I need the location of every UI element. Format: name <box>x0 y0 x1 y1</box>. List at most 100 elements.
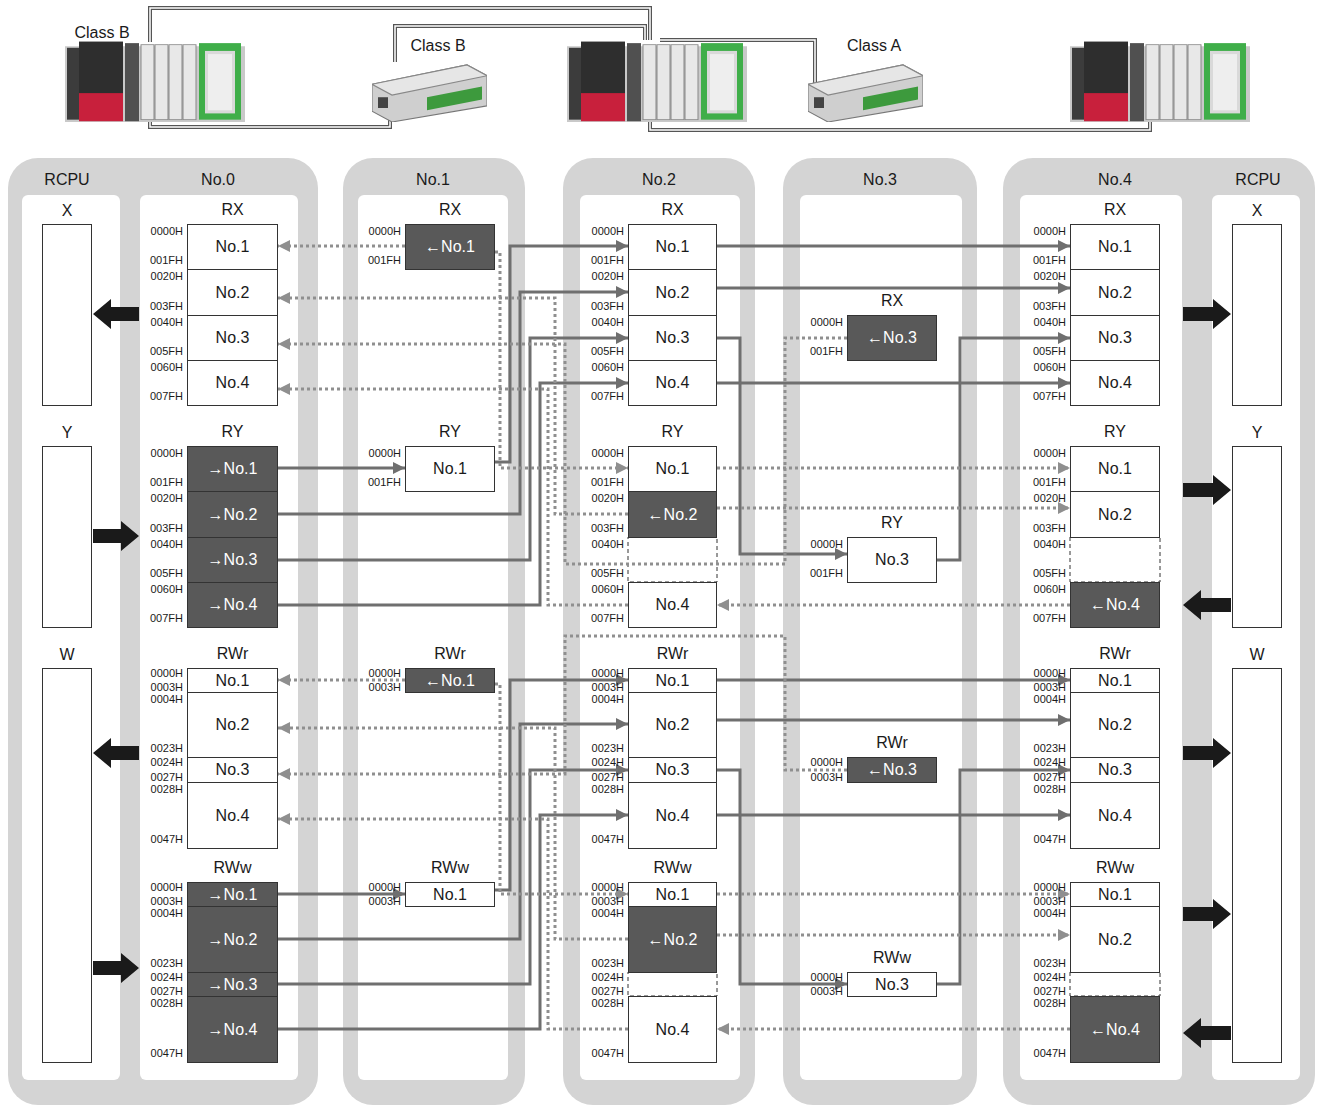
station-heading: No.0 <box>201 170 235 189</box>
solid-link-arrow <box>717 770 847 984</box>
address-label: 0027H <box>592 986 624 997</box>
device-heading: Y <box>1252 423 1263 442</box>
box-label: ←No.2 <box>648 505 698 524</box>
box-label: ←No.3 <box>867 760 917 779</box>
box-label: No.3 <box>1098 328 1132 347</box>
white-panels <box>22 195 1300 1080</box>
address-label: 0047H <box>592 1048 624 1059</box>
remote-io-module <box>372 65 487 122</box>
solid-link-arrow <box>495 246 628 462</box>
solid-link-arrow <box>278 815 628 1029</box>
address-label: 0000H <box>151 448 183 459</box>
link-device-box: No.3 <box>628 315 717 361</box>
address-label: 0000H <box>151 882 183 893</box>
box-label: No.1 <box>656 459 690 478</box>
link-device-box: →No.1 <box>187 446 278 492</box>
address-label: 0024H <box>151 972 183 983</box>
box-label: No.1 <box>1098 459 1132 478</box>
plc-rack <box>65 42 245 122</box>
link-device-box: →No.2 <box>187 491 278 538</box>
box-label: ←No.3 <box>867 328 917 347</box>
address-label: 0060H <box>1034 584 1066 595</box>
address-label: 0004H <box>1034 908 1066 919</box>
dotted-link-arrow <box>717 1028 1070 1031</box>
link-device-box: No.1 <box>405 446 495 492</box>
address-label: 0004H <box>151 908 183 919</box>
dotted-link-arrow <box>278 819 628 1029</box>
dotted-link-arrow <box>278 338 847 564</box>
box-label: →No.2 <box>208 505 258 524</box>
address-label: 007FH <box>591 613 624 624</box>
address-label: 0060H <box>1034 362 1066 373</box>
area-heading: RX <box>881 293 903 309</box>
solid-link-arrow <box>278 724 628 939</box>
station-band <box>783 158 977 1105</box>
solid-link-arrow <box>495 680 628 890</box>
address-label: 001FH <box>1033 255 1066 266</box>
solid-link-arrow <box>937 770 1070 984</box>
link-device-box: No.1 <box>628 224 717 270</box>
address-label: 0020H <box>151 493 183 504</box>
address-label: 007FH <box>1033 613 1066 624</box>
box-label: No.4 <box>216 373 250 392</box>
area-heading: RWr <box>657 646 688 662</box>
block-arrow <box>1183 299 1231 329</box>
box-label: →No.4 <box>208 595 258 614</box>
block-arrow <box>1183 1018 1231 1048</box>
unused-box <box>1070 972 1160 996</box>
block-arrow <box>93 953 139 983</box>
address-label: 0047H <box>151 834 183 845</box>
box-label: No.3 <box>656 328 690 347</box>
link-device-box: No.4 <box>628 360 717 406</box>
device-heading: X <box>1252 201 1263 220</box>
link-device-box: No.1 <box>628 668 717 693</box>
address-label: 005FH <box>591 346 624 357</box>
dotted-link-arrow <box>717 604 1070 607</box>
address-label: 0027H <box>151 772 183 783</box>
address-label: 003FH <box>150 301 183 312</box>
link-device-box: →No.2 <box>187 906 278 973</box>
cpu-device-area: W <box>1232 668 1282 1063</box>
area-heading: RWr <box>434 646 465 662</box>
box-label: No.1 <box>1098 237 1132 256</box>
box-label: →No.4 <box>208 1020 258 1039</box>
address-label: 0060H <box>151 362 183 373</box>
address-label: 0023H <box>1034 743 1066 754</box>
address-label: 0000H <box>369 226 401 237</box>
box-label: No.2 <box>1098 283 1132 302</box>
link-device-box: No.3 <box>1070 315 1160 361</box>
address-label: 0003H <box>151 682 183 693</box>
link-device-box: No.4 <box>628 996 717 1063</box>
address-label: 003FH <box>591 301 624 312</box>
address-label: 0000H <box>1034 448 1066 459</box>
station-band <box>1003 158 1315 1105</box>
address-label: 0004H <box>151 694 183 705</box>
link-device-box: No.1 <box>1070 668 1160 693</box>
dotted-link-arrow <box>495 684 628 894</box>
address-label: 001FH <box>591 255 624 266</box>
address-label: 0060H <box>151 584 183 595</box>
area-heading: RX <box>221 202 243 218</box>
dotted-link-arrow <box>495 252 628 468</box>
plc-rack <box>1070 42 1250 122</box>
station-panel: No.1←No.1No.1←No.1No.1 <box>343 158 525 1105</box>
address-label: 0024H <box>592 757 624 768</box>
solid-link-arrow <box>278 338 628 560</box>
address-label: 0047H <box>1034 1048 1066 1059</box>
station-bands <box>8 158 1315 1105</box>
area-heading: RX <box>439 202 461 218</box>
box-label: No.1 <box>216 237 250 256</box>
address-label: 003FH <box>1033 301 1066 312</box>
address-label: 0028H <box>592 784 624 795</box>
address-label: 0003H <box>592 896 624 907</box>
box-label: No.1 <box>433 885 467 904</box>
dotted-link-arrow <box>717 467 1070 470</box>
address-label: 0024H <box>592 972 624 983</box>
unused-area-boxes <box>628 537 1160 996</box>
address-label: 0040H <box>151 539 183 550</box>
address-label: 003FH <box>1033 523 1066 534</box>
address-label: 0000H <box>1034 668 1066 679</box>
address-label: 0020H <box>1034 493 1066 504</box>
address-label: 0020H <box>1034 271 1066 282</box>
station-heading: No.2 <box>642 170 676 189</box>
